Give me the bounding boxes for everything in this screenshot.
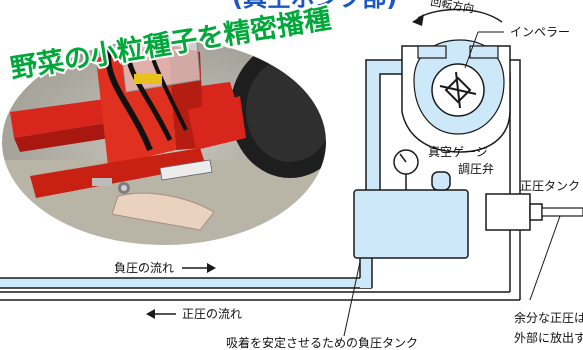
vacuum-pump (401, 39, 511, 153)
positive-pressure-pipe (0, 230, 521, 301)
negative-flow-label: 負圧の流れ (114, 261, 174, 275)
excess-pressure-line2: 外部に放出する (514, 330, 583, 345)
rotation-arrow (412, 8, 503, 26)
negative-flow-arrow (182, 263, 216, 273)
positive-pressure-tank (485, 193, 583, 231)
positive-flow-label: 正圧の流れ (182, 307, 242, 321)
positive-flow-arrow (146, 309, 176, 319)
rotation-label: 回転方向 (429, 0, 475, 16)
negative-tank-caption: 吸着を安定させるための負圧タンク (226, 335, 418, 350)
pressure-valve-label: 調圧弁 (458, 161, 494, 176)
excess-pressure-line1: 余分な正圧は (514, 310, 583, 325)
negative-pressure-tank (353, 149, 469, 259)
machine-photo (0, 37, 328, 247)
positive-tank-label: 正圧タンク (520, 179, 580, 193)
impeller-label: インペラー (510, 25, 570, 39)
negative-pressure-pipe (0, 254, 373, 289)
vacuum-gauge-label: 真空ゲージ (428, 145, 488, 159)
top-title-fragment: (真空ポンプ部) (232, 0, 397, 12)
